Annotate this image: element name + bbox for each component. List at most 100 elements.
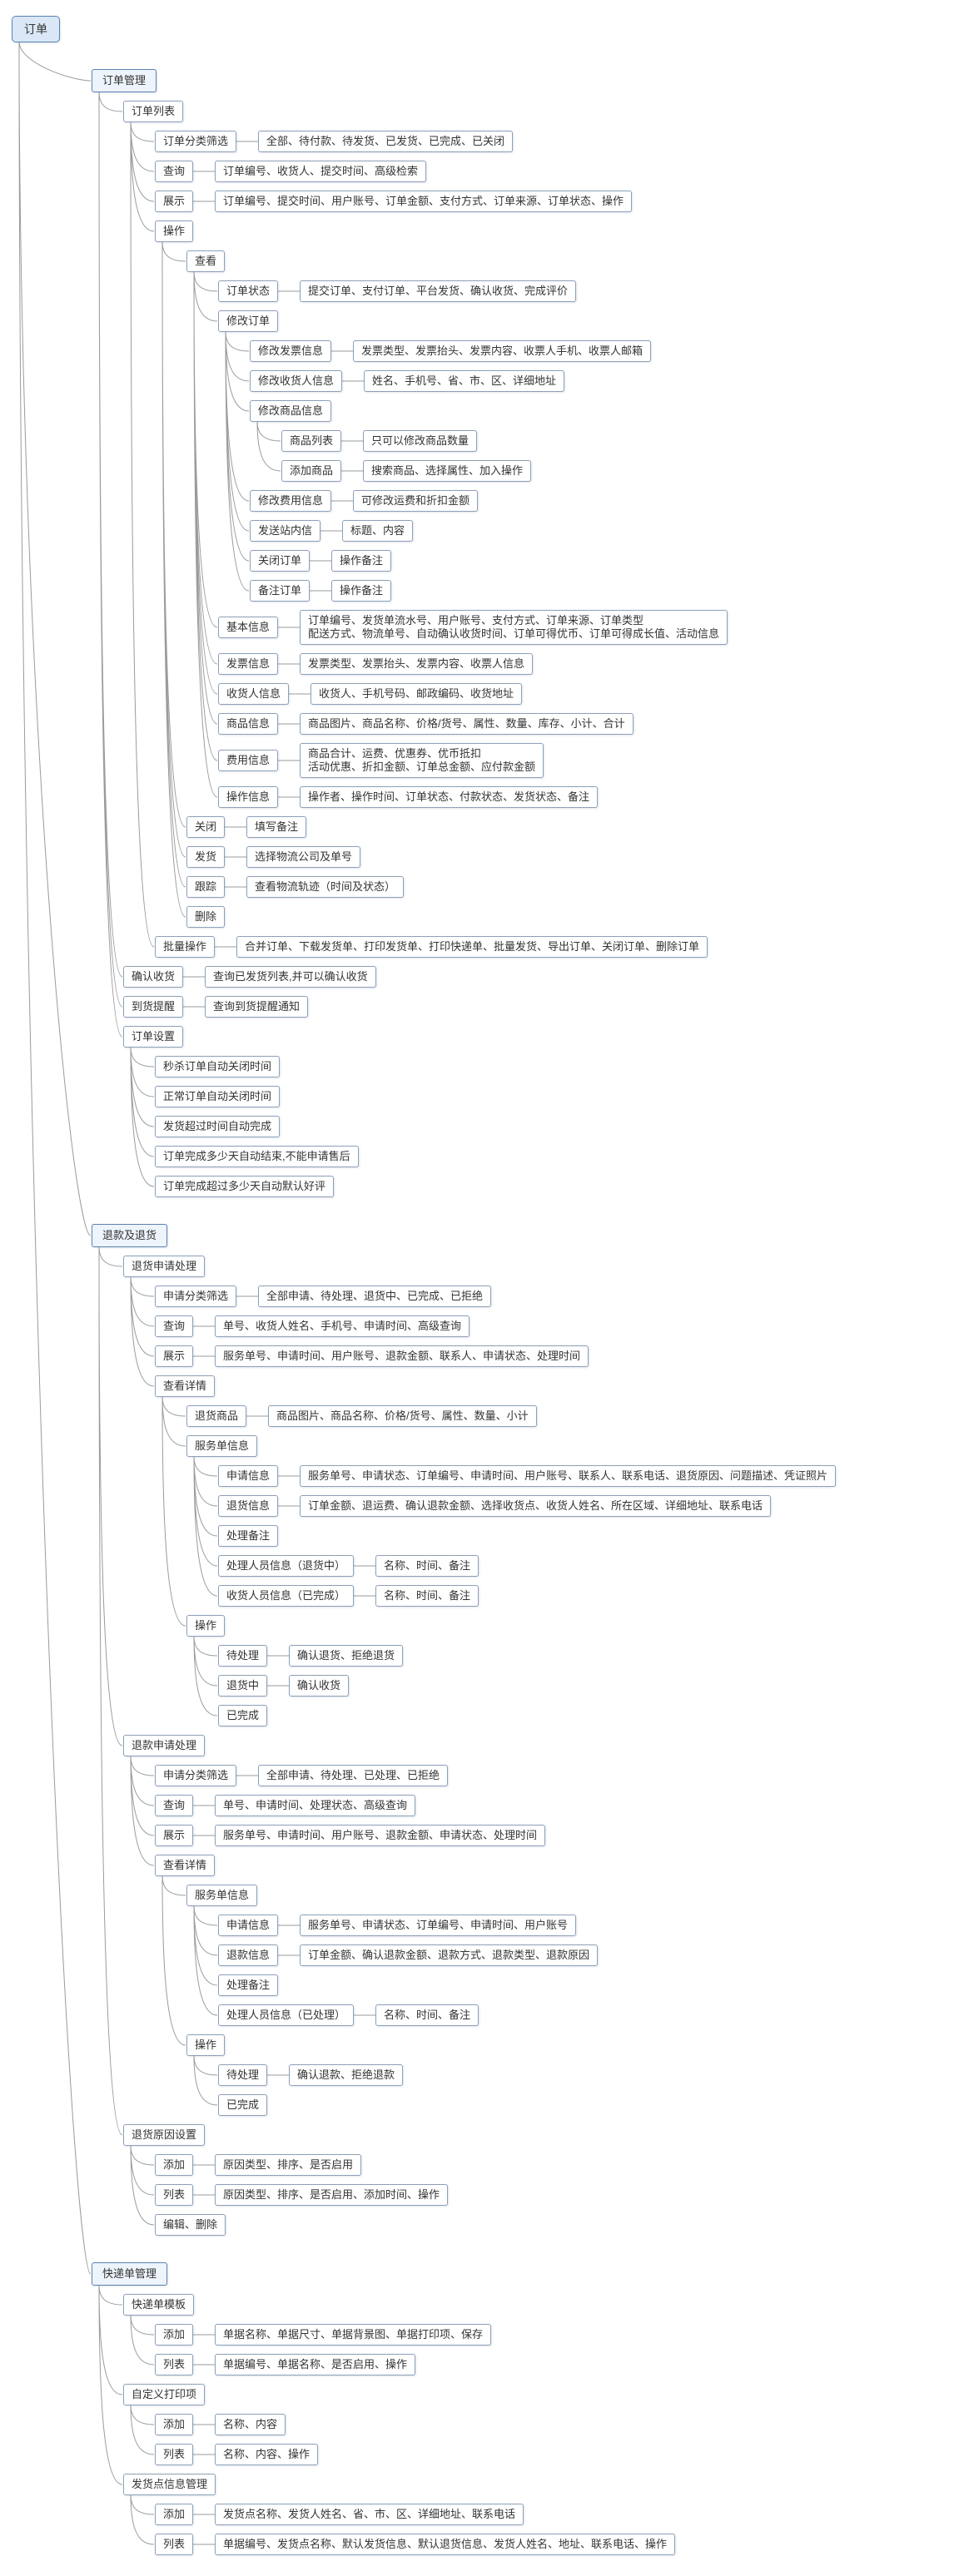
- topic[interactable]: 发票信息: [218, 653, 279, 675]
- topic-value[interactable]: 单号、申请时间、处理状态、高级查询: [215, 1795, 416, 1816]
- topic[interactable]: 商品列表: [281, 430, 342, 452]
- topic-value[interactable]: 可修改运费和折扣金额: [353, 490, 479, 512]
- topic-value[interactable]: 操作备注: [331, 580, 392, 602]
- topic[interactable]: 关闭: [186, 816, 226, 838]
- topic-value[interactable]: 只可以修改商品数量: [363, 430, 478, 452]
- topic[interactable]: 商品信息: [218, 713, 279, 735]
- topic[interactable]: 操作: [155, 220, 194, 242]
- topic[interactable]: 修改费用信息: [250, 490, 332, 512]
- topic[interactable]: 处理备注: [218, 1974, 279, 1996]
- topic[interactable]: 处理人员信息（退货中）: [218, 1555, 355, 1577]
- topic[interactable]: 编辑、删除: [155, 2214, 226, 2236]
- topic[interactable]: 修改订单: [218, 310, 279, 332]
- topic-value[interactable]: 合并订单、下载发货单、打印发货单、打印快递单、批量发货、导出订单、关闭订单、删除…: [236, 936, 708, 958]
- topic[interactable]: 发货点信息管理: [123, 2474, 216, 2495]
- topic[interactable]: 正常订单自动关闭时间: [155, 1086, 281, 1107]
- topic-value[interactable]: 服务单号、申请时间、用户账号、退款金额、联系人、申请状态、处理时间: [215, 1345, 589, 1367]
- topic[interactable]: 添加: [155, 2414, 194, 2435]
- topic[interactable]: 查询: [155, 1315, 194, 1337]
- topic-value[interactable]: 发票类型、发票抬头、发票内容、收票人信息: [300, 653, 534, 675]
- topic[interactable]: 查看: [186, 250, 226, 272]
- topic[interactable]: 快递单管理: [92, 2262, 168, 2286]
- topic[interactable]: 确认收货: [123, 966, 184, 988]
- topic-value[interactable]: 查询到货提醒通知: [205, 996, 309, 1018]
- topic[interactable]: 订单分类筛选: [155, 131, 237, 152]
- topic-value[interactable]: 订单编号、发货单流水号、用户账号、支付方式、订单来源、订单类型 配送方式、物流单…: [300, 610, 728, 645]
- topic[interactable]: 费用信息: [218, 750, 279, 771]
- topic-value[interactable]: 确认收货: [289, 1675, 350, 1697]
- topic[interactable]: 列表: [155, 2184, 194, 2206]
- topic[interactable]: 列表: [155, 2354, 194, 2375]
- topic[interactable]: 退款申请处理: [123, 1735, 206, 1756]
- topic[interactable]: 订单完成多少天自动结束,不能申请售后: [155, 1146, 359, 1167]
- topic-value[interactable]: 名称、内容、操作: [215, 2444, 319, 2465]
- topic-value[interactable]: 订单金额、退运费、确认退款金额、选择收货点、收货人姓名、所在区域、详细地址、联系…: [300, 1495, 772, 1517]
- topic-value[interactable]: 发票类型、发票抬头、发票内容、收票人手机、收票人邮箱: [353, 340, 652, 362]
- topic[interactable]: 退款信息: [218, 1944, 279, 1966]
- topic[interactable]: 发货超过时间自动完成: [155, 1116, 281, 1137]
- topic[interactable]: 申请分类筛选: [155, 1286, 237, 1307]
- topic[interactable]: 关闭订单: [250, 550, 311, 572]
- topic[interactable]: 已完成: [218, 2094, 268, 2116]
- topic[interactable]: 查询: [155, 161, 194, 182]
- topic[interactable]: 列表: [155, 2444, 194, 2465]
- topic[interactable]: 订单完成超过多少天自动默认好评: [155, 1176, 335, 1197]
- topic-value[interactable]: 全部、待付款、待发货、已发货、已完成、已关闭: [258, 131, 514, 152]
- topic[interactable]: 备注订单: [250, 580, 311, 602]
- topic[interactable]: 处理人员信息（已处理）: [218, 2004, 355, 2026]
- topic[interactable]: 服务单信息: [186, 1885, 258, 1906]
- topic-value[interactable]: 标题、内容: [342, 520, 414, 542]
- topic[interactable]: 到货提醒: [123, 996, 184, 1018]
- topic-value[interactable]: 商品图片、商品名称、价格/货号、属性、数量、库存、小计、合计: [300, 713, 634, 735]
- topic-value[interactable]: 原因类型、排序、是否启用、添加时间、操作: [215, 2184, 449, 2206]
- topic[interactable]: 退货信息: [218, 1495, 279, 1517]
- topic-value[interactable]: 收货人、手机号码、邮政编码、收货地址: [311, 683, 523, 705]
- topic[interactable]: 跟踪: [186, 876, 226, 898]
- topic[interactable]: 修改收货人信息: [250, 370, 343, 392]
- topic-value[interactable]: 操作备注: [331, 550, 392, 572]
- topic[interactable]: 修改商品信息: [250, 400, 332, 422]
- topic-value[interactable]: 订单编号、提交时间、用户账号、订单金额、支付方式、订单来源、订单状态、操作: [215, 191, 633, 212]
- topic[interactable]: 查看详情: [155, 1855, 216, 1876]
- topic-value[interactable]: 服务单号、申请状态、订单编号、申请时间、用户账号、联系人、联系电话、退货原因、问…: [300, 1465, 837, 1487]
- topic[interactable]: 添加: [155, 2504, 194, 2525]
- topic-value[interactable]: 单号、收货人姓名、手机号、申请时间、高级查询: [215, 1315, 470, 1337]
- topic[interactable]: 处理备注: [218, 1525, 279, 1547]
- topic[interactable]: 退款及退货: [92, 1224, 168, 1247]
- topic-value[interactable]: 服务单号、申请状态、订单编号、申请时间、用户账号: [300, 1915, 577, 1936]
- topic-value[interactable]: 全部申请、待处理、已处理、已拒绝: [258, 1765, 449, 1786]
- topic[interactable]: 发货: [186, 846, 226, 868]
- topic-value[interactable]: 单据名称、单据尺寸、单据背景图、单据打印项、保存: [215, 2324, 492, 2346]
- topic-value[interactable]: 操作者、操作时间、订单状态、付款状态、发货状态、备注: [300, 786, 599, 808]
- topic[interactable]: 快递单模板: [123, 2294, 195, 2316]
- topic[interactable]: 订单设置: [123, 1026, 184, 1048]
- topic[interactable]: 收货人员信息（已完成）: [218, 1585, 355, 1607]
- topic[interactable]: 秒杀订单自动关闭时间: [155, 1056, 281, 1077]
- topic-value[interactable]: 原因类型、排序、是否启用: [215, 2154, 362, 2176]
- topic[interactable]: 待处理: [218, 1645, 268, 1667]
- topic[interactable]: 收货人信息: [218, 683, 290, 705]
- topic[interactable]: 申请信息: [218, 1915, 279, 1936]
- topic[interactable]: 退货申请处理: [123, 1256, 206, 1277]
- topic[interactable]: 查看详情: [155, 1375, 216, 1397]
- topic-value[interactable]: 名称、内容: [215, 2414, 286, 2435]
- topic[interactable]: 操作: [186, 1615, 226, 1637]
- topic-value[interactable]: 商品图片、商品名称、价格/货号、属性、数量、小计: [268, 1405, 537, 1427]
- topic[interactable]: 订单状态: [218, 280, 279, 302]
- topic-value[interactable]: 填写备注: [246, 816, 307, 838]
- topic[interactable]: 展示: [155, 1345, 194, 1367]
- topic-value[interactable]: 查询已发货列表,并可以确认收货: [205, 966, 376, 988]
- topic[interactable]: 退货原因设置: [123, 2124, 206, 2146]
- topic-value[interactable]: 查看物流轨迹（时间及状态）: [246, 876, 405, 898]
- topic-value[interactable]: 单据编号、单据名称、是否启用、操作: [215, 2354, 416, 2375]
- topic[interactable]: 申请信息: [218, 1465, 279, 1487]
- topic[interactable]: 批量操作: [155, 936, 216, 958]
- topic[interactable]: 订单列表: [123, 101, 184, 122]
- topic-value[interactable]: 名称、时间、备注: [375, 1585, 479, 1607]
- topic[interactable]: 自定义打印项: [123, 2384, 206, 2405]
- topic-value[interactable]: 名称、时间、备注: [375, 1555, 479, 1577]
- topic[interactable]: 申请分类筛选: [155, 1765, 237, 1786]
- topic-value[interactable]: 发货点名称、发货人姓名、省、市、区、详细地址、联系电话: [215, 2504, 524, 2525]
- topic[interactable]: 添加商品: [281, 460, 342, 482]
- topic-value[interactable]: 提交订单、支付订单、平台发货、确认收货、完成评价: [300, 280, 577, 302]
